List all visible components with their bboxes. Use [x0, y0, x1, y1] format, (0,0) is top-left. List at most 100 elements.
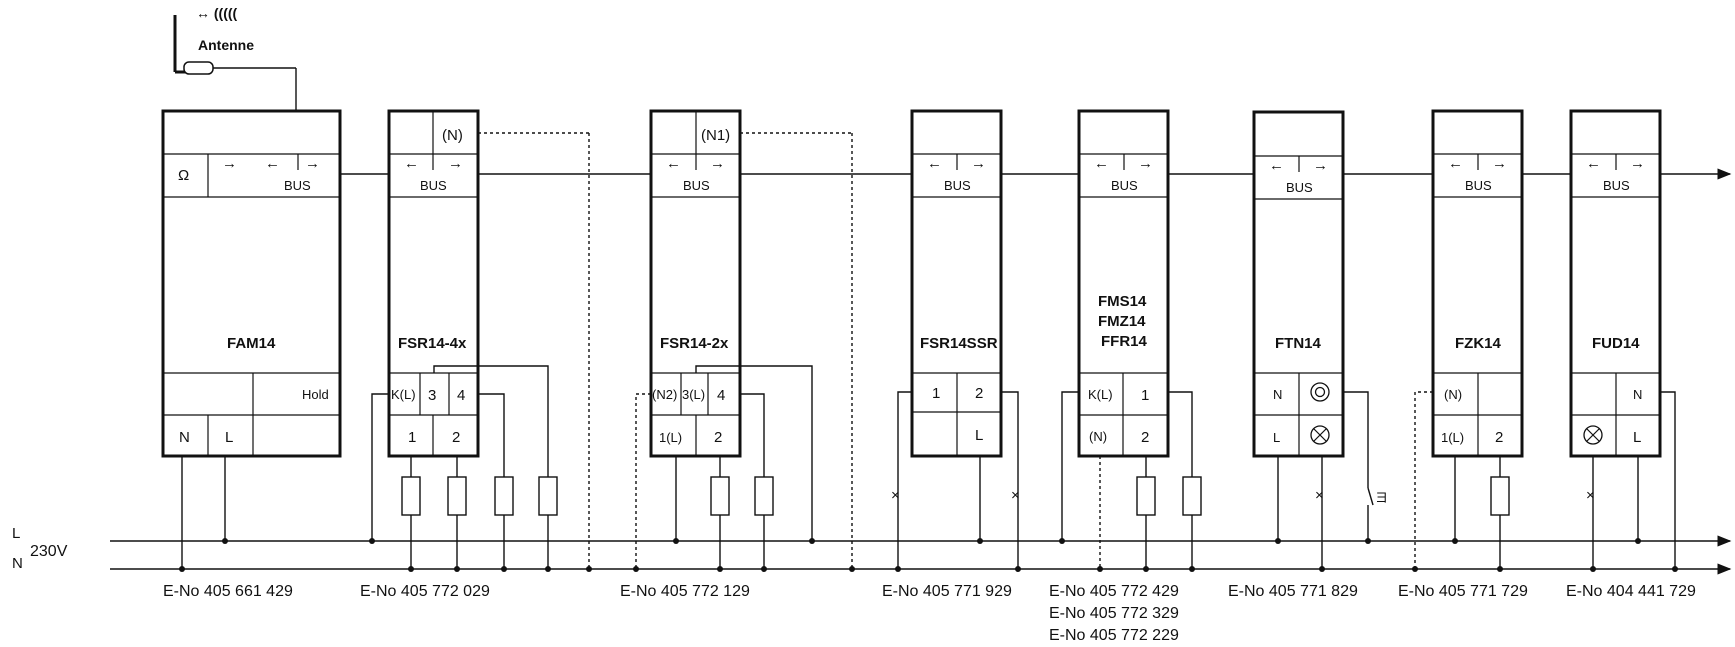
- fsr14-2x-2: 2: [714, 429, 722, 446]
- fsr14ssr-l: L: [975, 427, 983, 444]
- svg-text:ヨ: ヨ: [1375, 490, 1388, 505]
- eno-ftn14: E-No 405 771 829: [1228, 583, 1358, 600]
- svg-text:←: ←: [1448, 155, 1463, 172]
- fms14-2: 2: [1141, 429, 1149, 446]
- svg-text:→: →: [1630, 155, 1645, 172]
- antenna-label: Antenne: [198, 37, 254, 53]
- fsr14-2x-name: FSR14-2x: [660, 335, 729, 352]
- pushbutton-icon: [1367, 487, 1374, 506]
- fam14-ohm: Ω: [178, 167, 189, 184]
- voltage-label: 230V: [30, 543, 68, 560]
- fam14-hold: Hold: [302, 387, 329, 402]
- fsr14-4x-3: 3: [428, 387, 436, 404]
- fzk14-1l: 1(L): [1441, 430, 1464, 445]
- fzk14-2: 2: [1495, 429, 1503, 446]
- svg-text:→: →: [710, 155, 725, 172]
- fzk14-n: (N): [1444, 387, 1462, 402]
- junction-dots: [179, 538, 1678, 572]
- ftn14-bus: BUS: [1286, 180, 1313, 195]
- fmz14-name: FMZ14: [1098, 313, 1146, 330]
- svg-text:←: ←: [1586, 155, 1601, 172]
- ftn14-lamp-icon: [1310, 425, 1330, 445]
- module-fms14: ← → BUS FMS14 FMZ14 FFR14 K(L) 1 (N) 2: [1061, 109, 1202, 569]
- module-fud14: ←→ BUS FUD14 N L ×: [1569, 109, 1676, 569]
- fam14-arrow-2: ←: [265, 155, 280, 172]
- fud14-bus: BUS: [1603, 178, 1630, 193]
- fsr14-4x-1: 1: [408, 429, 416, 446]
- fms14-k: K(L): [1088, 387, 1113, 402]
- fud14-lamp-icon: [1583, 425, 1603, 445]
- rail-n-label: N: [12, 555, 23, 572]
- rail-l-label: L: [12, 525, 20, 542]
- eno-fsr14-4x: E-No 405 772 029: [360, 583, 490, 600]
- module-ftn14: ← → BUS FTN14 N L ヨ ×: [1252, 110, 1388, 569]
- fsr14-4x-n: (N): [442, 127, 463, 144]
- ftn14-sensor-icon: [1310, 382, 1330, 402]
- fam14-term-l: L: [225, 429, 233, 446]
- fam14-bus: BUS: [284, 178, 311, 193]
- antenna-signal: ↔ (((((: [196, 5, 238, 21]
- fsr14ssr-name: FSR14SSR: [920, 335, 998, 352]
- svg-text:×: ×: [891, 487, 900, 504]
- supply-rails: L N 230V: [12, 525, 1732, 575]
- module-fsr14-4x: ← → (N) BUS FSR14-4x K(L) 3 4 1 2: [371, 109, 590, 569]
- eno-fmz14: E-No 405 772 329: [1049, 605, 1179, 622]
- fsr14ssr-1: 1: [932, 385, 940, 402]
- ffr14-name: FFR14: [1101, 333, 1148, 350]
- svg-text:←: ←: [927, 155, 942, 172]
- eno-fms14: E-No 405 772 429: [1049, 583, 1179, 600]
- fud14-l: L: [1633, 429, 1641, 446]
- svg-text:→: →: [1138, 155, 1153, 172]
- fsr14-4x-4: 4: [457, 387, 465, 404]
- eno-ffr14: E-No 405 772 229: [1049, 627, 1179, 644]
- fsr14-4x-k: K(L): [391, 387, 416, 402]
- fsr14-2x-n1: (N1): [701, 127, 730, 144]
- svg-text:←: ←: [666, 155, 681, 172]
- svg-text:→: →: [1313, 157, 1328, 174]
- module-fam14: Ω → ← → BUS FAM14 Hold N L: [161, 109, 342, 569]
- ftn14-name: FTN14: [1275, 335, 1322, 352]
- svg-text:→: →: [448, 155, 463, 172]
- fsr14-2x-4: 4: [717, 387, 725, 404]
- fam14-arrow-3: →: [305, 155, 320, 172]
- fam14-name: FAM14: [227, 335, 276, 352]
- eno-fud14: E-No 404 441 729: [1566, 583, 1696, 600]
- fms14-n: (N): [1089, 429, 1107, 444]
- eno-fsr14-2x: E-No 405 772 129: [620, 583, 750, 600]
- fms14-name: FMS14: [1098, 293, 1147, 310]
- ftn14-n: N: [1273, 387, 1282, 402]
- svg-text:×: ×: [1586, 487, 1595, 504]
- svg-text:→: →: [971, 155, 986, 172]
- fsr14-2x-n2: (N2): [652, 387, 677, 402]
- fam14-arrow-1: →: [222, 155, 237, 172]
- svg-text:←: ←: [1269, 157, 1284, 174]
- fsr14-4x-2: 2: [452, 429, 460, 446]
- fms14-1: 1: [1141, 387, 1149, 404]
- svg-text:→: →: [1492, 155, 1507, 172]
- fsr14ssr-bus: BUS: [944, 178, 971, 193]
- fsr14-2x-3l: 3(L): [682, 387, 705, 402]
- fsr14ssr-2: 2: [975, 385, 983, 402]
- module-fsr14ssr: ← → BUS FSR14SSR 1 2 L × ×: [891, 109, 1020, 569]
- antenna: ↔ ((((( Antenne: [173, 5, 297, 111]
- svg-text:←: ←: [404, 155, 419, 172]
- fam14-term-n: N: [179, 429, 190, 446]
- module-fzk14: ← → BUS FZK14 (N) 1(L) 2: [1414, 109, 1524, 569]
- fud14-name: FUD14: [1592, 335, 1640, 352]
- fsr14-2x-bus: BUS: [683, 178, 710, 193]
- eno-fzk14: E-No 405 771 729: [1398, 583, 1528, 600]
- eno-labels: E-No 405 661 429 E-No 405 772 029 E-No 4…: [163, 583, 1696, 644]
- svg-text:×: ×: [1011, 487, 1020, 504]
- fsr14-4x-name: FSR14-4x: [398, 335, 467, 352]
- svg-text:←: ←: [1094, 155, 1109, 172]
- module-fsr14-2x: ← → (N1) BUS FSR14-2x (N2) 3(L) 4 1(L) 2: [635, 109, 853, 569]
- fms14-bus: BUS: [1111, 178, 1138, 193]
- ftn14-l: L: [1273, 430, 1280, 445]
- fsr14-4x-bus: BUS: [420, 178, 447, 193]
- fzk14-bus: BUS: [1465, 178, 1492, 193]
- eno-fsr14ssr: E-No 405 771 929: [882, 583, 1012, 600]
- svg-text:×: ×: [1315, 487, 1324, 504]
- fzk14-name: FZK14: [1455, 335, 1502, 352]
- fsr14-2x-1l: 1(L): [659, 430, 682, 445]
